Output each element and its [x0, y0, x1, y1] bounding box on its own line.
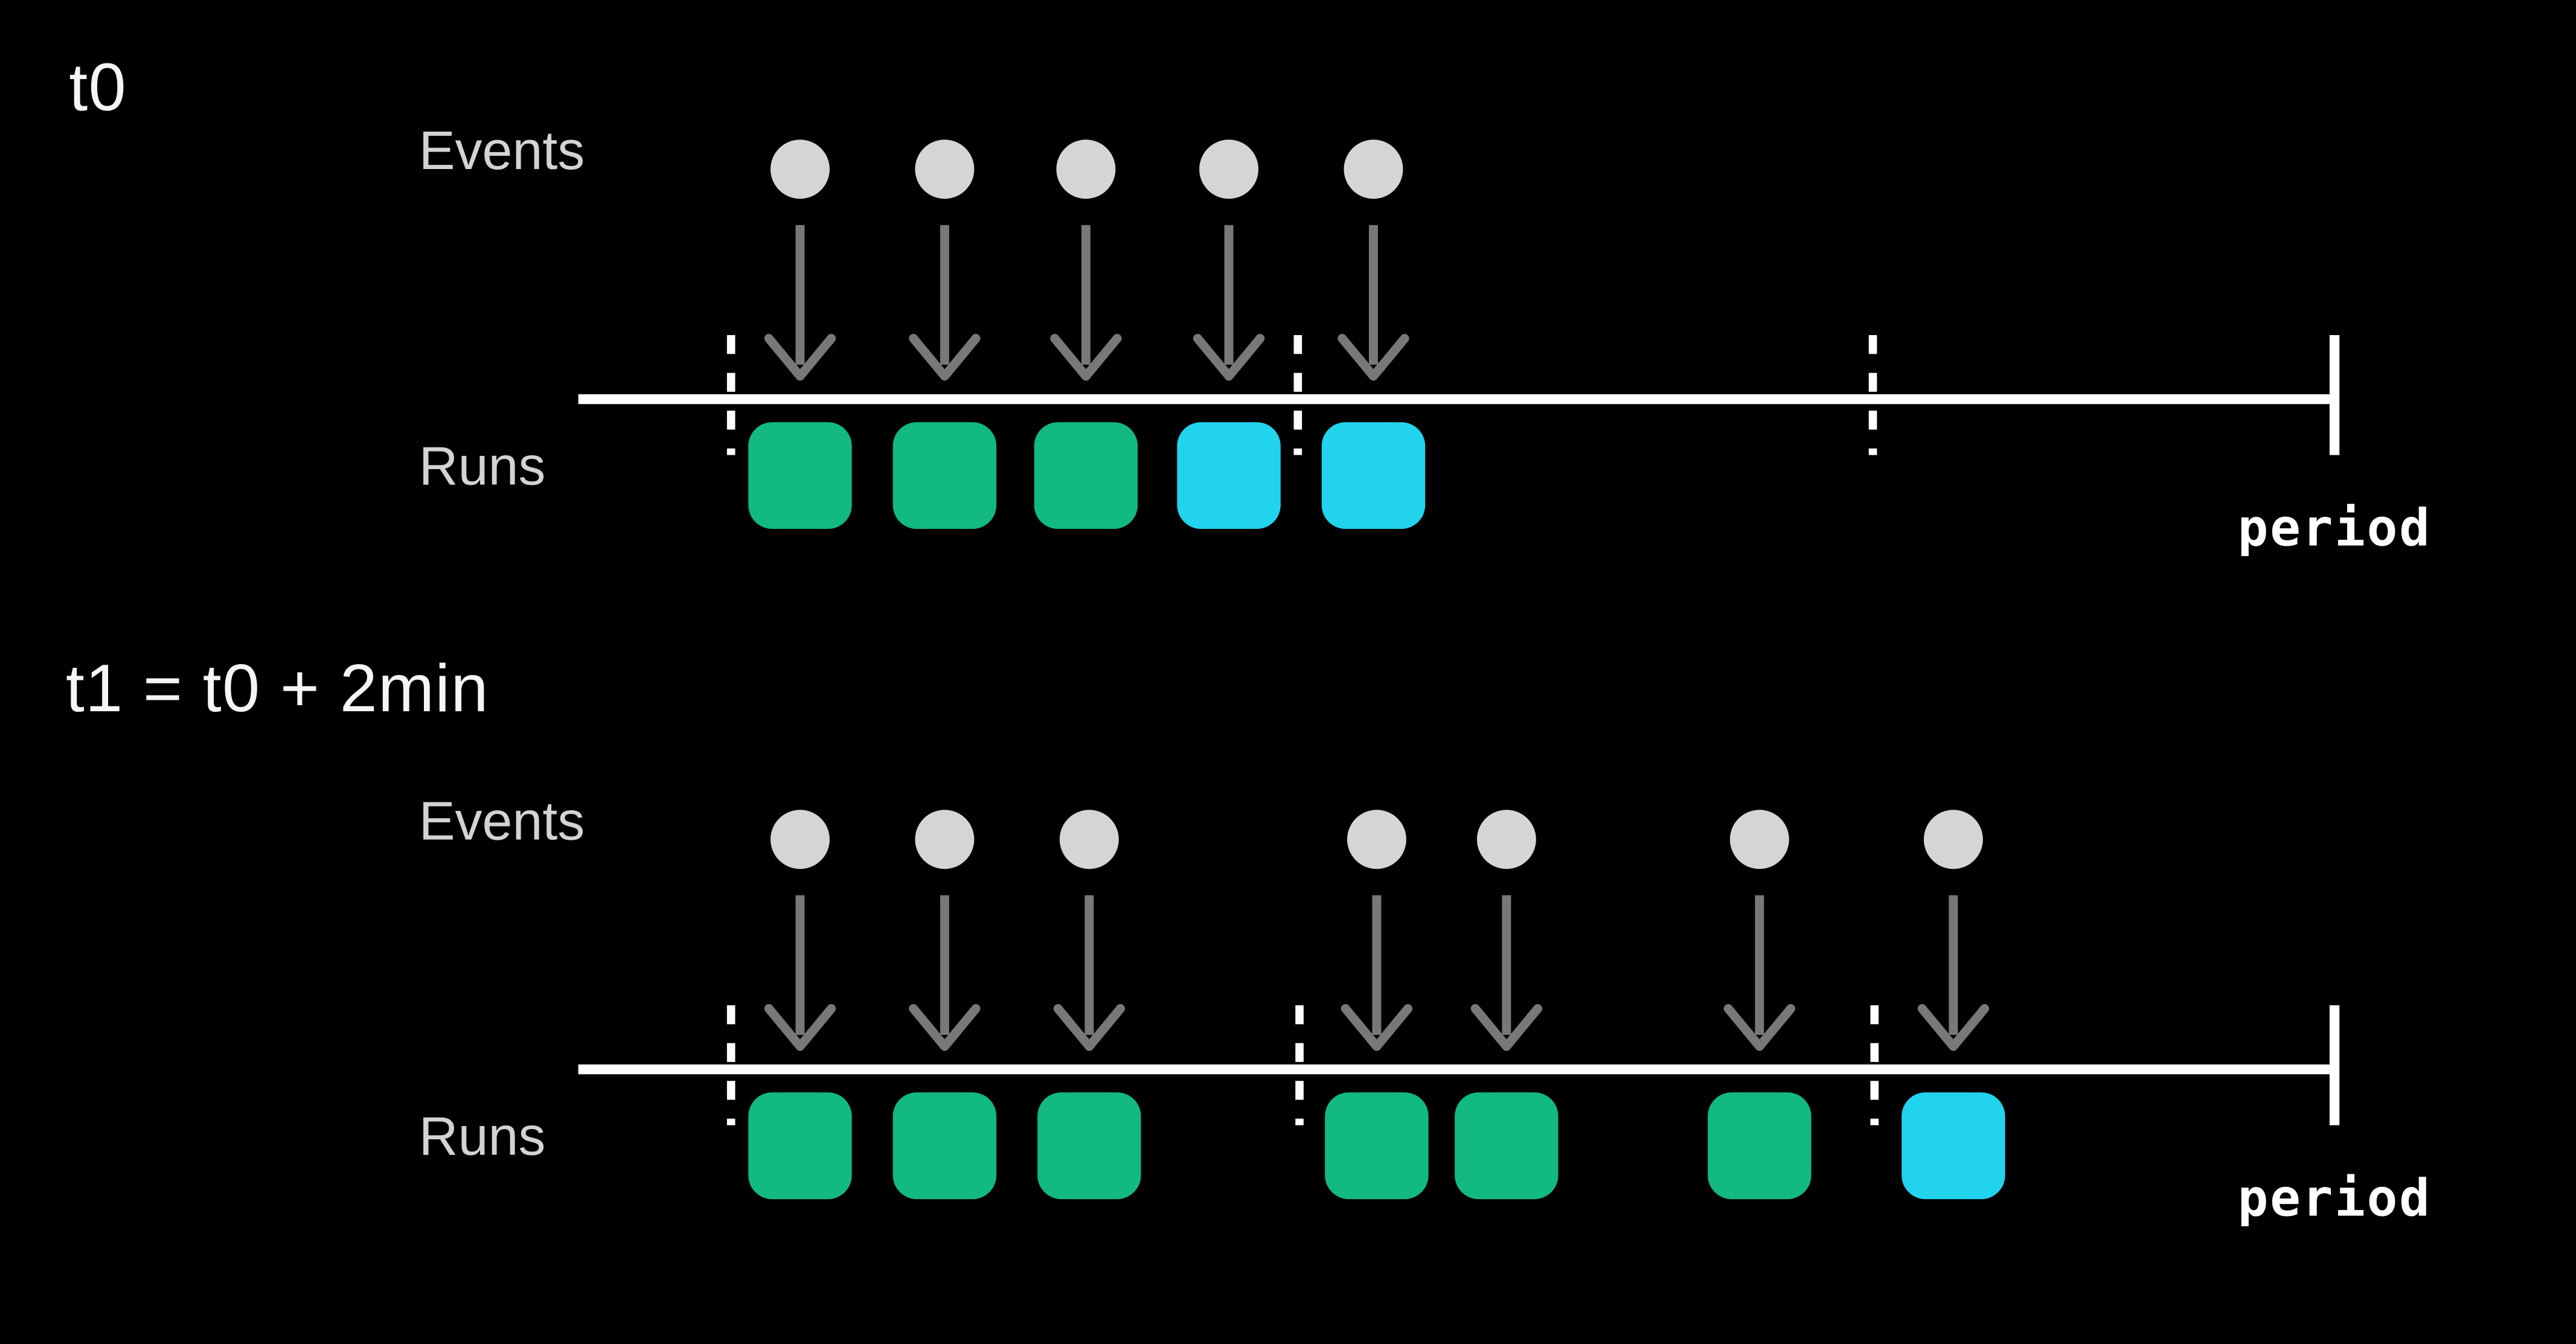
runs-row-label: Runs	[418, 435, 546, 496]
event-dot	[915, 139, 975, 199]
event-arrow	[1338, 225, 1409, 381]
section-timestamp-label: t0	[69, 49, 127, 125]
event-arrow	[1470, 895, 1543, 1051]
event-dot	[1059, 810, 1119, 869]
run-box	[1325, 1092, 1429, 1200]
run-box	[1708, 1092, 1812, 1200]
event-arrow	[1053, 895, 1125, 1051]
event-dot	[770, 139, 830, 199]
run-box	[1321, 422, 1426, 530]
events-row-label: Events	[418, 120, 585, 181]
run-box	[748, 1092, 852, 1200]
run-box	[892, 1092, 997, 1200]
event-arrow	[1193, 225, 1265, 381]
run-box	[748, 422, 852, 530]
period-label: period	[2237, 1170, 2432, 1229]
event-dot	[1347, 810, 1406, 869]
events-row-label: Events	[418, 790, 585, 851]
timeline-section-t1: t1 = t0 + 2min Events Runs period	[0, 650, 2576, 1340]
event-arrow	[764, 895, 836, 1051]
run-box	[1037, 1092, 1141, 1200]
timeline-diagram	[578, 810, 2340, 1200]
event-arrow	[1341, 895, 1413, 1051]
section-timestamp-label: t1 = t0 + 2min	[65, 650, 489, 726]
run-box	[1455, 1092, 1559, 1200]
timeline-diagram	[578, 139, 2340, 530]
event-arrow	[764, 225, 836, 381]
event-arrow	[1050, 225, 1122, 381]
run-box	[1034, 422, 1138, 530]
event-dot	[1344, 139, 1403, 199]
run-box	[892, 422, 997, 530]
event-dot	[1923, 810, 1983, 869]
event-dot	[1476, 810, 1536, 869]
event-arrow	[1723, 895, 1796, 1051]
event-dot	[1199, 139, 1259, 199]
period-label: period	[2237, 499, 2432, 559]
event-dot	[770, 810, 830, 869]
event-dot	[915, 810, 975, 869]
event-dot	[1729, 810, 1789, 869]
runs-row-label: Runs	[418, 1106, 546, 1166]
event-arrow	[1917, 895, 1990, 1051]
event-arrow	[909, 225, 981, 381]
timeline-section-t0: t0 Events Runs period	[0, 0, 2576, 670]
event-arrow	[909, 895, 981, 1051]
run-box	[1902, 1092, 2005, 1200]
run-box	[1177, 422, 1281, 530]
event-dot	[1056, 139, 1116, 199]
